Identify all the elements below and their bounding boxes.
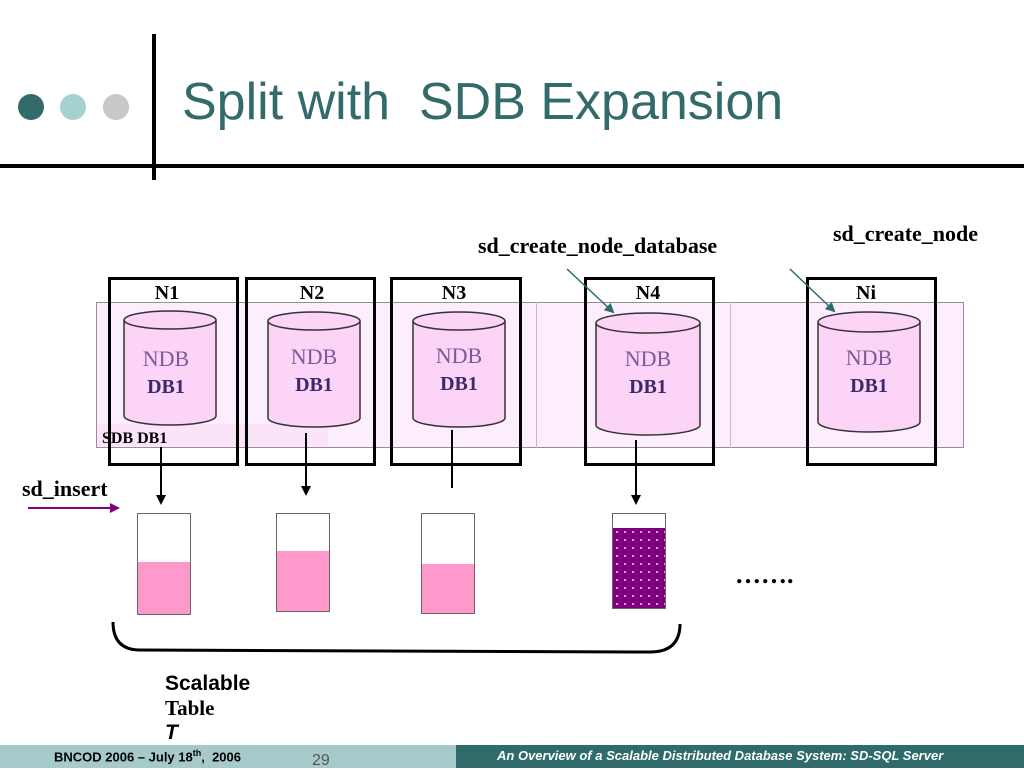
- table-label-word2: Table: [165, 696, 215, 720]
- bullet-dot-1: [18, 94, 44, 120]
- bucket-fill: [422, 563, 474, 613]
- table-brace: [111, 621, 682, 654]
- create-node-label: sd_create_node: [833, 221, 979, 246]
- bucket-2: [276, 513, 330, 612]
- node-box-n1: [108, 277, 239, 466]
- cylinder-ndb-ni: NDB: [845, 345, 893, 370]
- cylinder-ndb-n1: NDB: [142, 346, 190, 371]
- create-db-arrow: [566, 268, 615, 314]
- footer-date-sup: th: [192, 748, 202, 758]
- sdb-label: SDB DB1: [102, 430, 168, 447]
- sdb-highlight: [98, 424, 328, 446]
- title-divider-horizontal: [0, 164, 1024, 168]
- cylinder-db1-n2: DB1: [295, 374, 333, 396]
- cylinder-ni: [817, 311, 921, 433]
- footer-left-bar: [0, 745, 456, 768]
- cylinder-n2: [267, 311, 361, 428]
- node-label-n3: N3: [441, 282, 467, 304]
- cylinder-n1: [123, 310, 217, 426]
- footer-date-prefix: BNCOD 2006 – July 18: [54, 749, 193, 765]
- bullet-dot-2: [60, 94, 86, 120]
- cylinder-ndb-n3: NDB: [435, 343, 483, 368]
- footer-title: An Overview of a Scalable Distributed Da…: [497, 748, 944, 763]
- node-box-n3: [390, 277, 522, 466]
- footer-date-suffix: , 2006: [201, 749, 241, 765]
- table-label-word1: Scalable: [165, 672, 251, 695]
- cylinder-n4: [595, 312, 701, 436]
- node-label-ni: Ni: [856, 282, 876, 304]
- node-label-n4: N4: [635, 282, 661, 304]
- bucket-4: [612, 513, 666, 609]
- cylinder-db1-n1: DB1: [147, 376, 185, 398]
- create-node-arrow: [789, 268, 836, 313]
- node-box-ni: [806, 277, 937, 466]
- cylinder-db1-n4: DB1: [629, 376, 667, 398]
- table-label: Scalable Table T: [157, 654, 250, 745]
- bucket-3: [421, 513, 475, 614]
- page-title: Split with SDB Expansion: [182, 73, 784, 131]
- footer-conference: BNCOD 2006 – July 18th, 2006: [54, 748, 241, 764]
- table-label-name: T: [165, 721, 178, 744]
- bucket-fill: [138, 562, 190, 614]
- cylinder-n3: [412, 311, 506, 428]
- node-box-n4: [584, 277, 715, 466]
- cylinder-ndb-n4: NDB: [624, 346, 672, 371]
- bucket-fill: [277, 550, 329, 611]
- bucket-1: [137, 513, 191, 615]
- cylinder-ndb-n2: NDB: [290, 344, 338, 369]
- insert-label: sd_insert: [22, 476, 108, 501]
- node-label-n1: N1: [154, 282, 180, 304]
- footer-right-bar: [456, 745, 1024, 768]
- create-db-label: sd_create_node_database: [478, 233, 718, 258]
- page-number: 29: [312, 752, 330, 769]
- node-label-n2: N2: [299, 282, 325, 304]
- cylinder-db1-n3: DB1: [440, 373, 478, 395]
- bucket-fill-dotted: [613, 528, 665, 608]
- ellipsis: …….: [735, 560, 794, 589]
- band-separator: [536, 302, 537, 448]
- node-box-n2: [245, 277, 376, 466]
- cylinder-db1-ni: DB1: [850, 375, 888, 397]
- bullet-dot-3: [103, 94, 129, 120]
- band-separator: [730, 302, 731, 448]
- title-divider-vertical: [152, 34, 156, 180]
